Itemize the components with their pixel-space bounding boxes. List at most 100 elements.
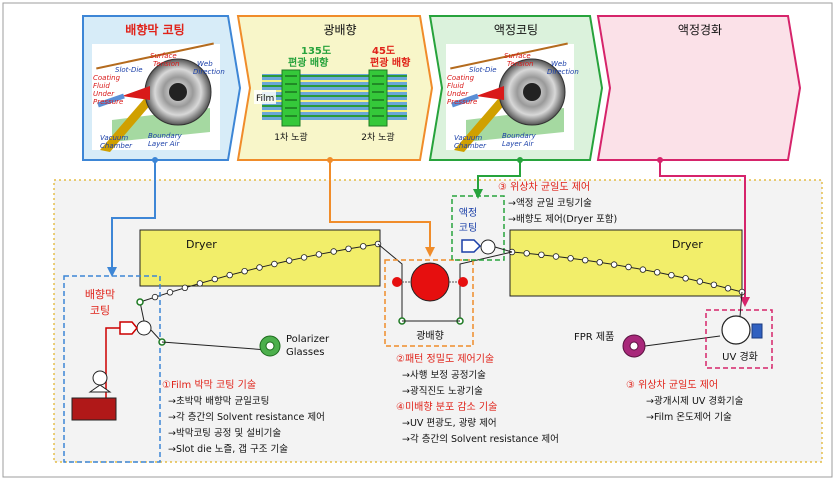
note-4-title: ④미배향 분포 감소 기술 [396, 401, 497, 413]
note-2-item-1: →사행 보정 공정기술 [402, 369, 486, 381]
roller [330, 248, 337, 255]
label-web-direction-2: Web [551, 60, 567, 68]
note-2: ②패턴 정밀도 제어기술 →사행 보정 공정기술 →광직진도 노광기술 [396, 353, 494, 397]
note-3a-item-2: →배향도 제어(Dryer 포함) [508, 213, 617, 225]
roller [668, 272, 675, 279]
label-vacuum-2b: Chamber [454, 142, 487, 150]
lc-coating-label-1: 액정 [459, 207, 477, 219]
label-surface-tension-2b: Tension [507, 60, 533, 68]
label-coating-fluid-1c: Under [93, 90, 115, 98]
note-3a: ③ 위상차 균일도 제어 →액정 균일 코팅기술 →배향도 제어(Dryer 포… [498, 180, 617, 225]
fpr-label: FPR 제품 [574, 331, 614, 343]
note-2-item-2: →광직진도 노광기술 [402, 385, 483, 397]
roller [639, 266, 647, 273]
lc-coating-label-2: 코팅 [459, 222, 477, 234]
note-3b: ③ 위상차 균일도 제어 →광개시제 UV 경화기술 →Film 온도제어 기술 [626, 378, 744, 423]
label-web-direction-1b: Direction [193, 68, 225, 76]
note-3b-item-1: →광개시제 UV 경화기술 [646, 395, 744, 407]
label-135-polarization: 편광 배향 [288, 56, 329, 69]
label-coating-fluid-2b: Fluid [447, 82, 464, 90]
slot-die-coater-image-2: Coating Fluid Under Pressure Slot-Die Su… [446, 42, 579, 152]
roller [552, 253, 560, 260]
dryer-right: Dryer [509, 229, 743, 297]
polarizer-label-1: Polarizer [286, 334, 330, 345]
roller [181, 284, 189, 291]
label-boundary-1b: Layer Air [148, 140, 180, 148]
roller [315, 251, 323, 258]
align-coating-box [63, 275, 161, 463]
note-1-title: ①Film 박막 코팅 기술 [162, 379, 256, 391]
note-2-title: ②패턴 정밀도 제어기술 [396, 353, 494, 365]
align-coating-label-1: 배향막 [85, 288, 115, 301]
note-1-item-4: →Slot die 노즐, 갭 구조 기술 [168, 443, 288, 455]
polarizer-glasses-roll: Polarizer Glasses [259, 334, 330, 358]
roller [196, 280, 204, 287]
roller [523, 250, 530, 257]
stage-4-chevron: 액정경화 [596, 15, 802, 161]
label-slot-die-2: Slot-Die [469, 66, 497, 74]
label-first-exposure: 1차 노광 [274, 131, 307, 143]
roller [654, 269, 661, 276]
connector-stage-4 [659, 160, 750, 307]
photo-alignment-image: Film 135도 편광 배향 45도 편광 배향 1차 노광 2차 노광 [254, 45, 411, 143]
label-surface-tension-1b: Tension [153, 60, 179, 68]
note-3b-item-2: →Film 온도제어 기술 [646, 412, 732, 423]
roller [596, 259, 603, 266]
label-slot-die-1: Slot-Die [115, 66, 143, 74]
label-vacuum-1b: Chamber [100, 142, 133, 150]
roller [271, 260, 278, 268]
uv-label: UV 경화 [722, 350, 758, 363]
dryer-left-label: Dryer [186, 238, 217, 251]
dryer-left: Dryer [139, 229, 381, 287]
align-coating-label-2: 코팅 [90, 304, 110, 317]
roller [300, 254, 308, 261]
photo-alignment-label: 광배향 [416, 330, 444, 342]
label-45-polarization: 편광 배향 [370, 56, 411, 69]
photo-alignment-unit: 광배향 [377, 243, 513, 347]
label-boundary-2b: Layer Air [502, 140, 534, 148]
label-film: Film [256, 94, 274, 104]
lc-coating-unit: 액정 코팅 [451, 195, 513, 261]
label-coating-fluid-1d: Pressure [93, 98, 123, 106]
label-coating-fluid-2: Coating [447, 74, 475, 82]
roller [256, 264, 263, 271]
label-vacuum-2: Vacuum [454, 134, 482, 142]
roller [625, 263, 632, 271]
align-coating-unit [71, 298, 269, 421]
roller [151, 293, 159, 301]
stage-3-title: 액정코팅 [494, 23, 538, 37]
dryer-right-label: Dryer [672, 238, 703, 251]
label-web-direction-2b: Direction [547, 68, 579, 76]
roller [211, 275, 218, 283]
stage-2-title: 광배향 [323, 23, 356, 37]
connector-stage-2 [329, 160, 435, 257]
uv-curing-unit: UV 경화 [705, 291, 773, 369]
label-coating-fluid-1b: Fluid [93, 82, 110, 90]
stage-1-title: 배향막 코팅 [125, 22, 184, 37]
label-boundary-1: Boundary [148, 132, 183, 140]
label-web-direction-1: Web [197, 60, 213, 68]
roller [345, 245, 352, 252]
label-surface-tension-2: Surface [504, 52, 531, 60]
roller [166, 289, 174, 296]
roller [682, 275, 689, 282]
roller [286, 257, 293, 264]
roller [241, 268, 248, 275]
connector-stage-3 [473, 160, 521, 199]
note-4-item-2: →각 층간의 Solvent resistance 제어 [402, 433, 559, 445]
note-4-item-1: →UV 편광도, 광량 제어 [402, 417, 497, 429]
polarizer-label-2: Glasses [286, 347, 324, 358]
note-1-item-2: →각 층간의 Solvent resistance 제어 [168, 411, 325, 423]
label-coating-fluid-2d: Pressure [447, 98, 477, 106]
roller [710, 281, 718, 288]
roller [696, 278, 703, 285]
label-boundary-2: Boundary [502, 132, 537, 140]
label-coating-fluid-2c: Under [447, 90, 469, 98]
label-second-exposure: 2차 노광 [361, 131, 394, 143]
note-3a-title: ③ 위상차 균일도 제어 [498, 180, 590, 193]
stage-4-title: 액정경화 [678, 23, 722, 37]
label-coating-fluid-1: Coating [93, 74, 121, 82]
roller [582, 257, 589, 264]
